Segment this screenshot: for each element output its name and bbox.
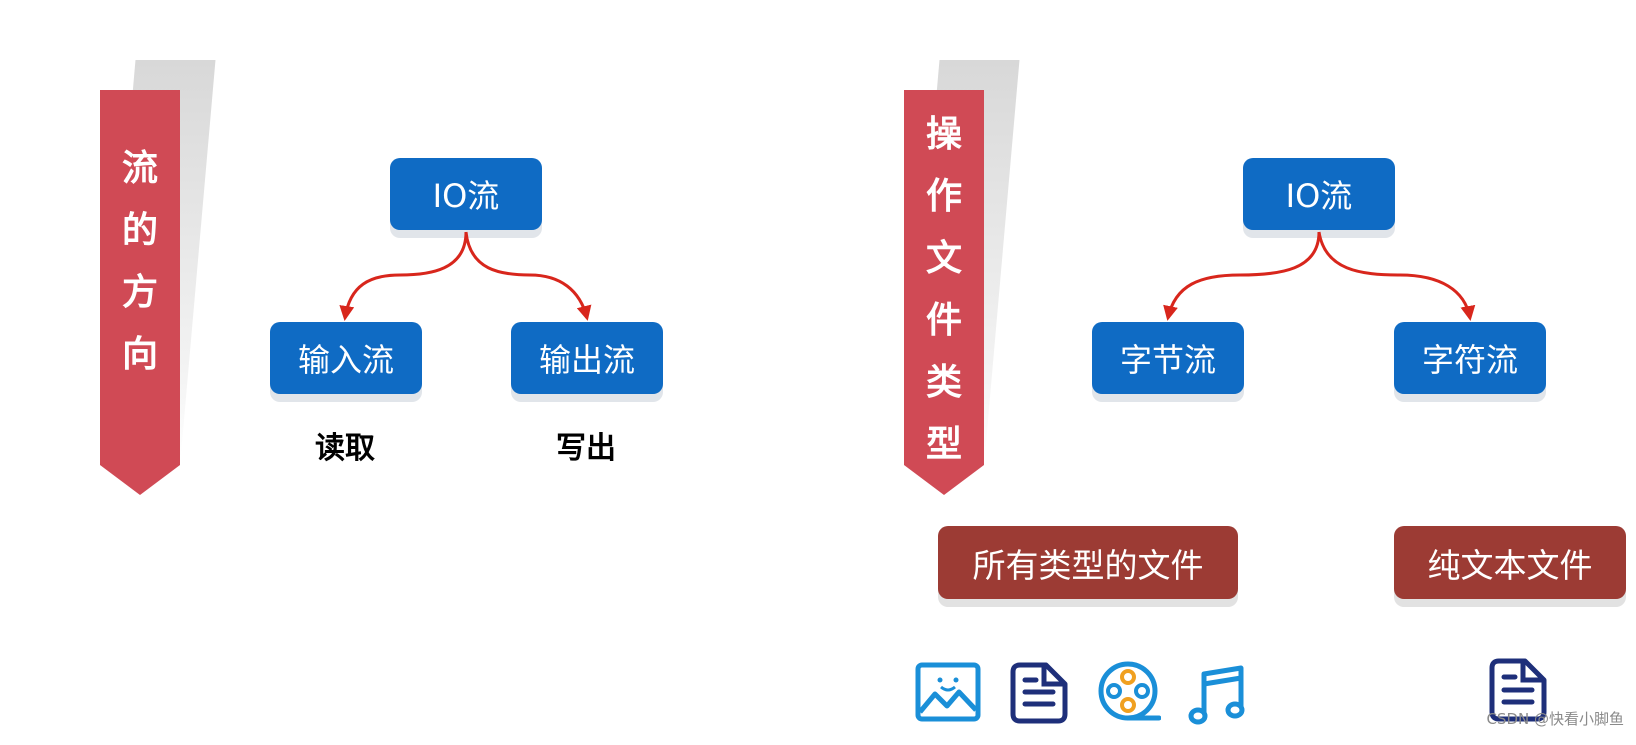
banner-char: 方 [121,272,158,313]
banner-char: 向 [121,334,158,375]
node-label: 字节流 [1119,341,1216,379]
document-icon [1010,662,1068,724]
banner-char: 的 [121,210,158,251]
video-reel-icon [1098,661,1161,721]
left-banner: 流 的 方 向 [100,90,180,495]
document-icon [1489,658,1547,722]
left-child-node-output: 输出流 [511,322,663,394]
banner-char: 流 [121,148,158,189]
arrow-right-char [1317,231,1476,321]
banner-char: 文 [925,238,962,279]
file-type-label: 纯文本文件 [1427,545,1593,585]
file-type-plain-text: 纯文本文件 [1394,526,1626,599]
banner-char: 类 [925,362,962,403]
node-label: 输出流 [538,341,635,379]
watermark: CSDN @快看小脚鱼 [1486,710,1624,728]
left-child-node-input: 输入流 [270,322,422,394]
left-note-write: 写出 [556,431,616,466]
arrow-left-input [339,231,468,321]
arrow-left-output [464,231,592,321]
node-label: IO流 [432,177,500,215]
right-banner: 操 作 文 件 类 型 [904,90,984,495]
arrow-right-byte [1163,231,1321,321]
node-label: IO流 [1285,177,1353,215]
banner-char: 件 [925,300,962,341]
image-icon [915,662,981,722]
file-type-all: 所有类型的文件 [938,526,1238,599]
right-root-node: IO流 [1243,158,1395,230]
node-label: 字符流 [1421,341,1518,379]
banner-char: 操 [925,114,962,155]
file-type-label: 所有类型的文件 [972,545,1204,585]
music-note-icon [1188,665,1245,725]
node-label: 输入流 [297,341,394,379]
right-child-node-char: 字符流 [1394,322,1546,394]
right-child-node-byte: 字节流 [1092,322,1244,394]
banner-char: 型 [925,424,962,465]
left-note-read: 读取 [315,431,375,466]
left-root-node: IO流 [390,158,542,230]
banner-char: 作 [925,176,962,217]
